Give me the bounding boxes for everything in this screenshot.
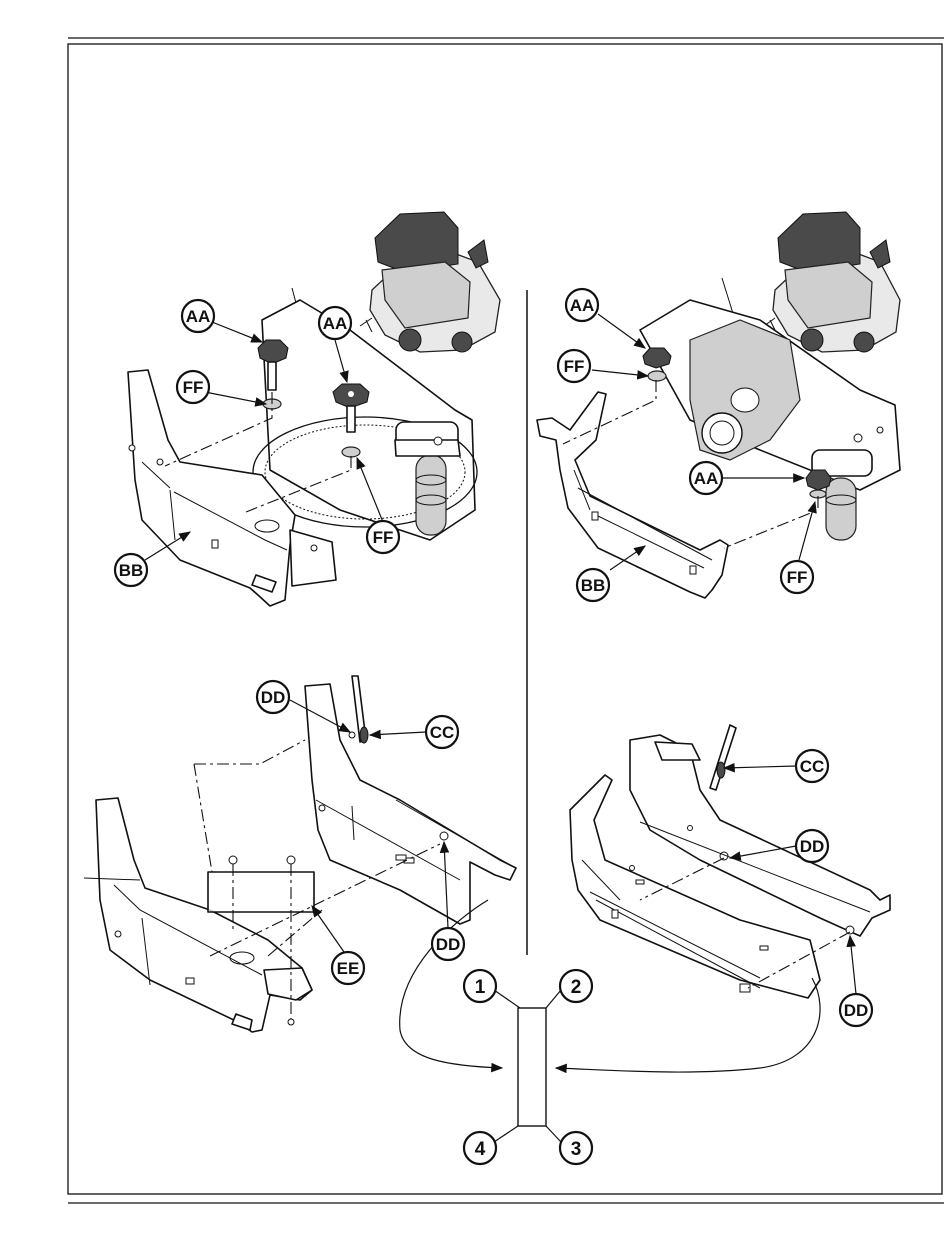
callout-bb-2: BB <box>577 569 609 601</box>
svg-text:DD: DD <box>436 935 461 954</box>
section-view <box>494 990 561 1142</box>
callout-aa-4: AA <box>690 462 722 494</box>
callout-ff-4: FF <box>781 561 813 593</box>
svg-text:FF: FF <box>373 528 394 547</box>
step-3: 3 <box>560 1132 592 1164</box>
callout-cc-2: CC <box>796 750 828 782</box>
callout-aa-1: AA <box>182 300 214 332</box>
callout-dd-4: DD <box>840 994 872 1026</box>
callout-ff-1: FF <box>177 371 209 403</box>
callout-aa-2: AA <box>319 307 351 339</box>
svg-text:EE: EE <box>337 959 360 978</box>
guard-bottom-left <box>84 798 312 1032</box>
svg-text:4: 4 <box>475 1139 486 1160</box>
svg-text:AA: AA <box>694 469 719 488</box>
machine-thumbnail-top-left <box>360 212 500 352</box>
callout-dd-2: DD <box>432 928 464 960</box>
svg-text:3: 3 <box>571 1139 582 1160</box>
step-2: 2 <box>560 970 592 1002</box>
guard-bottom-right-assembly <box>570 725 890 998</box>
callout-cc-1: CC <box>426 716 458 748</box>
svg-text:CC: CC <box>430 723 455 742</box>
callout-ee: EE <box>332 952 364 984</box>
svg-text:DD: DD <box>844 1001 869 1020</box>
callout-dd-3: DD <box>796 830 828 862</box>
svg-text:BB: BB <box>119 561 144 580</box>
page-frame <box>68 38 944 1203</box>
callout-ff-2: FF <box>367 521 399 553</box>
guard-cc-bottom-left <box>305 676 516 924</box>
svg-text:CC: CC <box>800 757 825 776</box>
callout-aa-3: AA <box>566 289 598 321</box>
callout-ff-3: FF <box>558 350 590 382</box>
step-4: 4 <box>464 1132 496 1164</box>
svg-text:AA: AA <box>186 307 211 326</box>
callout-dd-1: DD <box>257 681 289 713</box>
svg-text:AA: AA <box>323 314 348 333</box>
callout-bb-1: BB <box>115 554 147 586</box>
svg-text:1: 1 <box>475 977 486 998</box>
svg-text:AA: AA <box>570 296 595 315</box>
svg-text:FF: FF <box>787 568 808 587</box>
svg-text:FF: FF <box>564 357 585 376</box>
svg-text:FF: FF <box>183 378 204 397</box>
svg-text:DD: DD <box>800 837 825 856</box>
svg-text:BB: BB <box>581 576 606 595</box>
machine-thumbnail-top-right <box>764 212 900 352</box>
step-1: 1 <box>464 970 496 1002</box>
svg-text:DD: DD <box>261 688 286 707</box>
svg-text:2: 2 <box>571 977 582 998</box>
